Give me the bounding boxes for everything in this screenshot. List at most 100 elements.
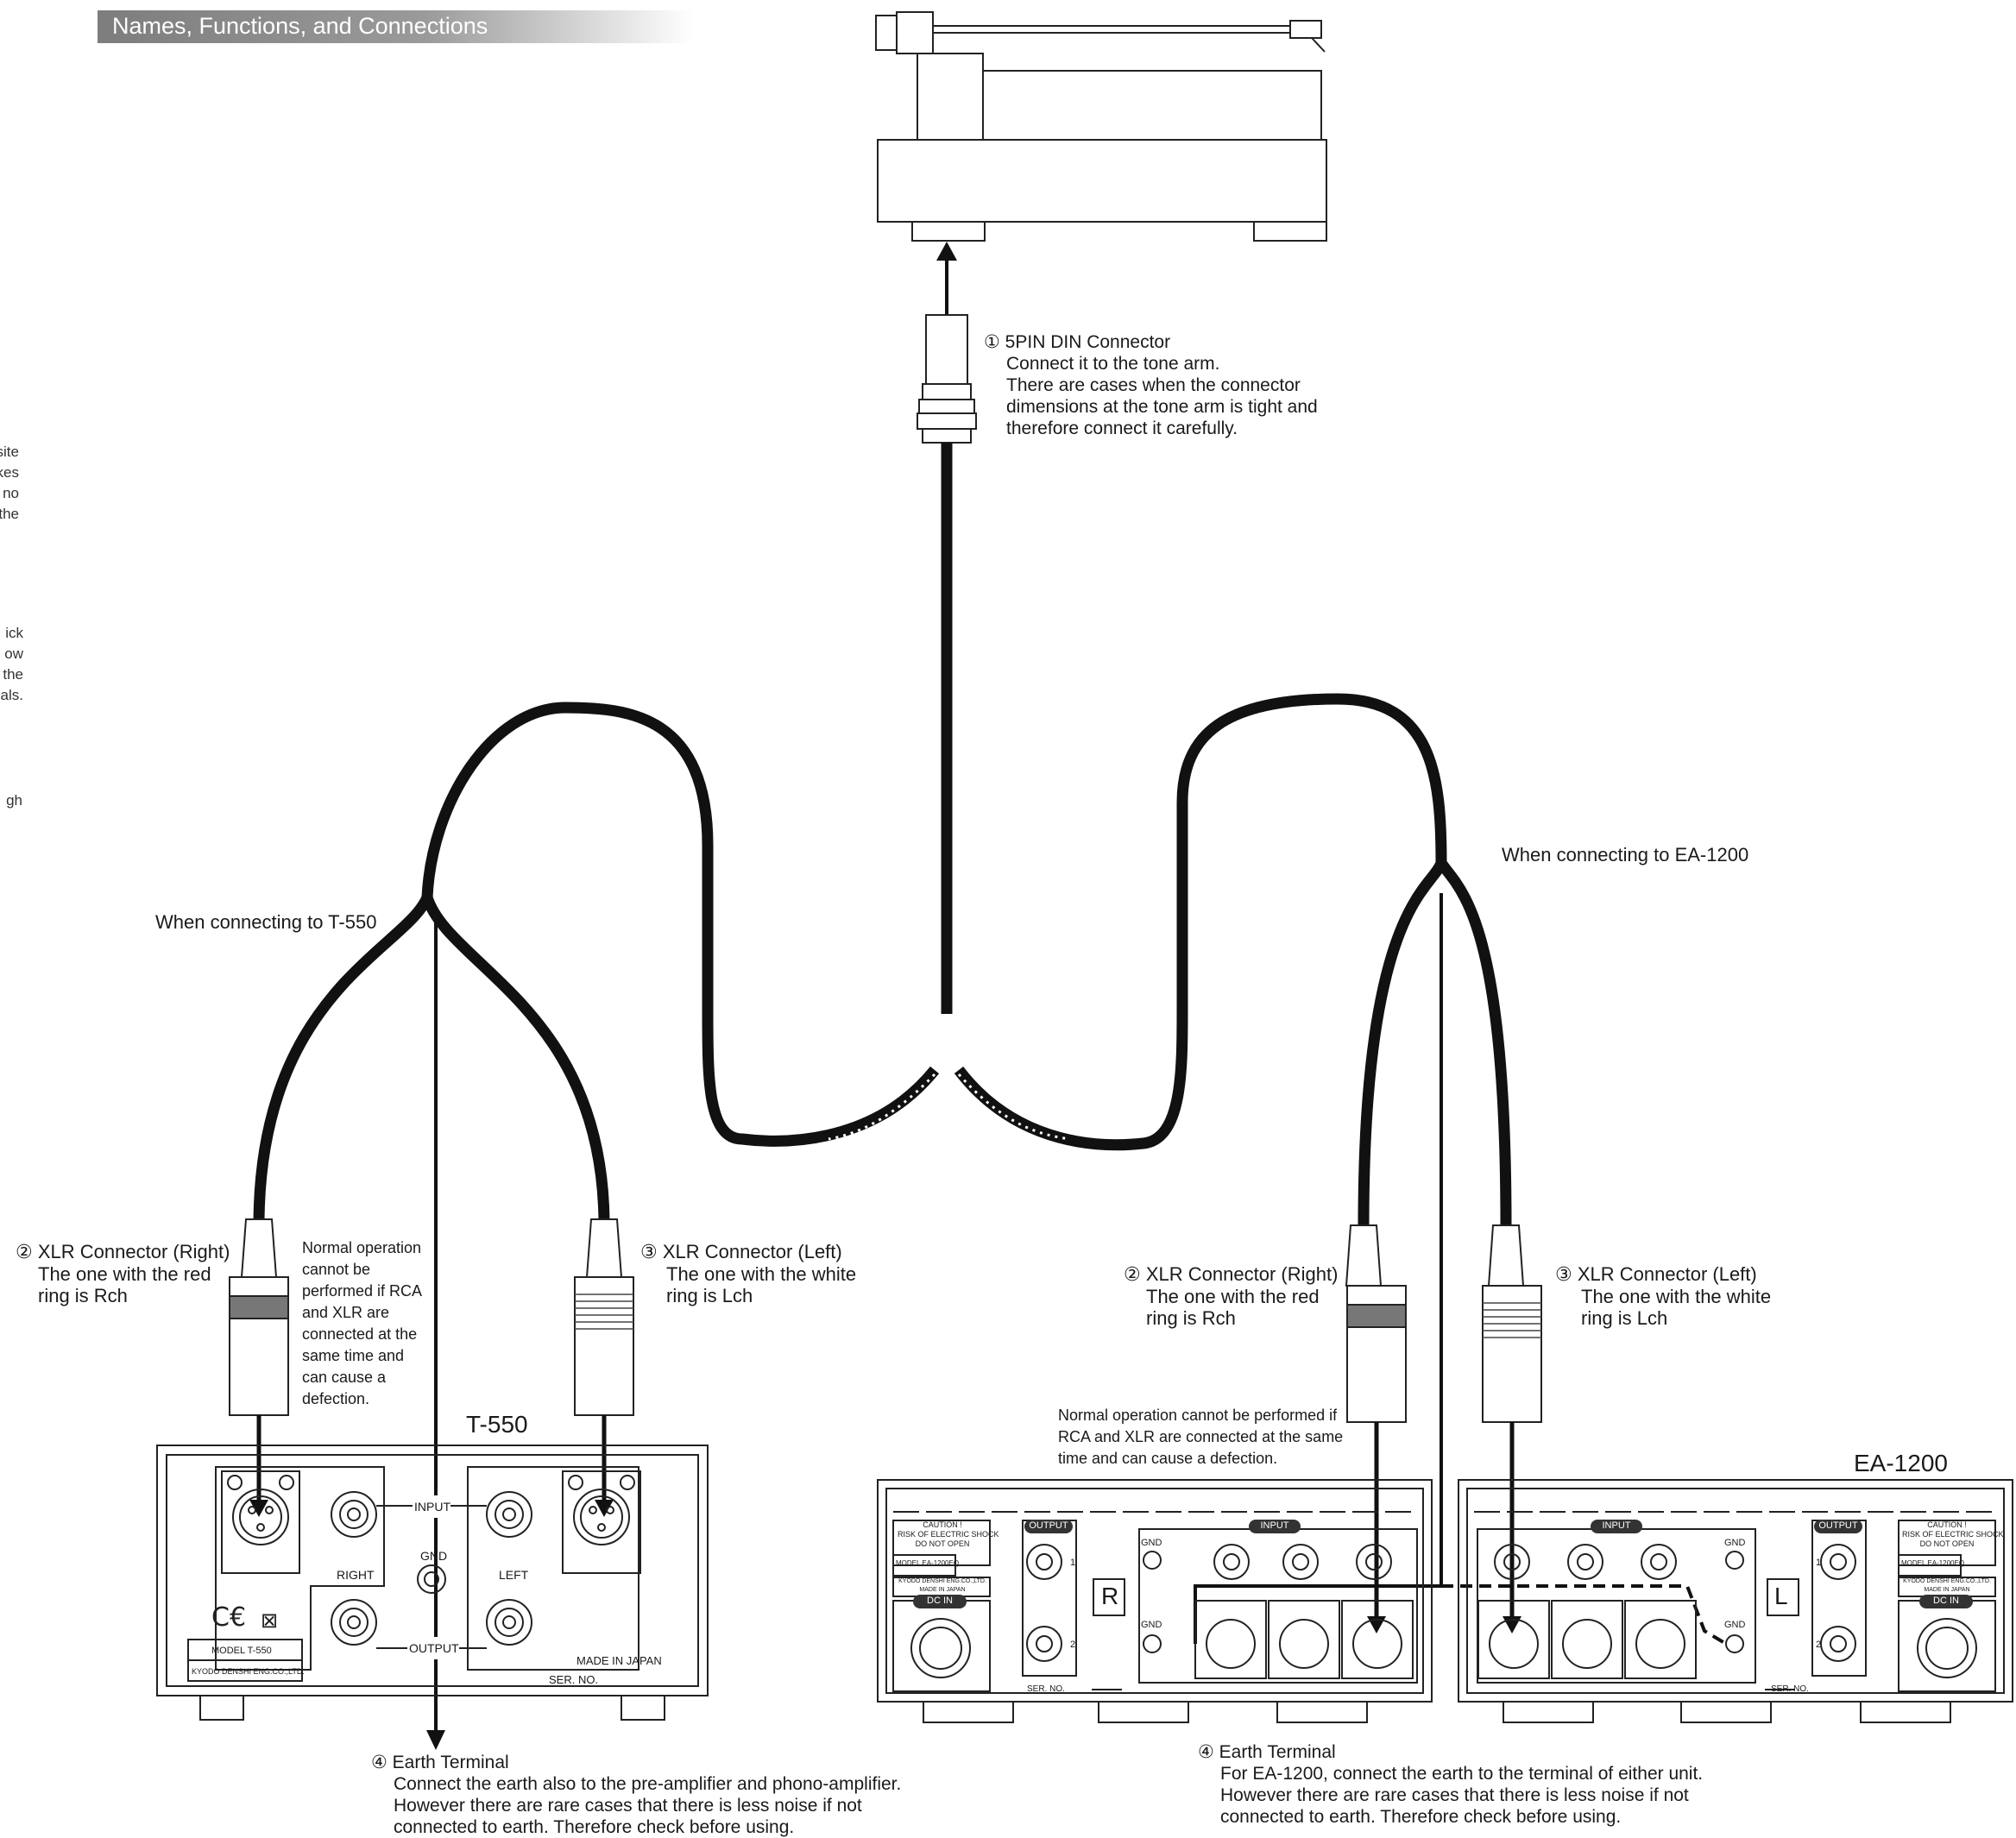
headshell [1289, 20, 1322, 39]
ea-r-ch1: 1 [1070, 1558, 1076, 1568]
callout-title: XLR Connector (Right) [37, 1241, 230, 1262]
turntable [875, 11, 1327, 242]
callout-number: ② [16, 1242, 33, 1263]
callout-number: ① [984, 331, 1000, 352]
callout-title: XLR Connector (Left) [662, 1241, 842, 1262]
ea-l-ser-no: SER. NO. [1771, 1684, 1809, 1694]
weee-bin-icon: ⊠ [261, 1608, 278, 1633]
ea-r-gnd-top: GND [1141, 1538, 1162, 1548]
tonearm-pivot [896, 11, 934, 54]
edge-text: kes [0, 464, 19, 481]
xlr-connector-t550-right [229, 1218, 289, 1416]
edge-text: als. [0, 687, 23, 703]
arrow-up-icon [936, 242, 957, 261]
warning-line: defection. [302, 1390, 370, 1407]
warning-line: performed if RCA [302, 1282, 423, 1300]
caution-line: RISK OF ELECTRIC SHOCK [1902, 1530, 2004, 1539]
ea-l-output: OUTPUT [1818, 1520, 1858, 1531]
t550-xlr-right-note: ② XLR Connector (Right) The one with the… [16, 1241, 230, 1306]
ea-l-input: INPUT [1602, 1520, 1631, 1531]
ea-pills [913, 1520, 1973, 1608]
ea-r-ser-no: SER. NO. [1027, 1684, 1065, 1694]
t550-ser-no: SER. NO. [549, 1673, 599, 1686]
warning-line: cannot be [302, 1261, 371, 1278]
t550-connect-label: When connecting to T-550 [155, 911, 377, 933]
ea1200-rear-panel-l [1458, 1479, 2013, 1723]
warning-line: Normal operation cannot be performed if [1058, 1407, 1338, 1424]
tonearm-counterweight [875, 15, 898, 51]
warning-line: can cause a [302, 1369, 387, 1386]
callout-line: For EA-1200, connect the earth to the te… [1220, 1764, 1704, 1784]
warning-line: time and can cause a defection. [1058, 1450, 1278, 1467]
edge-text: the [3, 666, 23, 683]
callout-line: connected to earth. Therefore check befo… [1220, 1807, 1622, 1827]
caution-line: DO NOT OPEN [1919, 1539, 1975, 1548]
callout-number: ③ [1555, 1264, 1572, 1286]
ea-l-channel: L [1774, 1583, 1788, 1609]
section-header: Names, Functions, and Connections [98, 10, 693, 43]
ea-r-ch2: 2 [1070, 1640, 1076, 1650]
callout-title: XLR Connector (Left) [1577, 1263, 1757, 1285]
warning-line: connected at the [302, 1325, 418, 1343]
caution-line: CAUTION ! [923, 1520, 962, 1529]
ea-r-input: INPUT [1260, 1520, 1289, 1531]
edge-text: gh [6, 792, 22, 809]
callout-line: ring is Lch [666, 1285, 753, 1306]
caution-line: DO NOT OPEN [915, 1539, 970, 1548]
platter [982, 70, 1322, 141]
ce-mark-icon: C€ [211, 1602, 246, 1633]
cable-stripes [828, 1018, 1071, 1141]
ea-l-dc-in: DC IN [1933, 1596, 1959, 1606]
ea-l-caution: CAUTION ! RISK OF ELECTRIC SHOCK DO NOT … [1902, 1520, 2004, 1549]
callout-title: XLR Connector (Right) [1145, 1263, 1339, 1285]
plinth [877, 139, 1327, 223]
ea-warning-note: Normal operation cannot be performed if … [1058, 1405, 1343, 1470]
edge-text: ow [4, 645, 23, 662]
t550-input-label: INPUT [414, 1495, 450, 1518]
ea-r-dc-in: DC IN [927, 1596, 953, 1606]
t550-gnd-label: GND [420, 1549, 448, 1563]
callout-title: Earth Terminal [392, 1753, 509, 1772]
ea-r-caution: CAUTION ! RISK OF ELECTRIC SHOCK DO NOT … [898, 1520, 999, 1549]
t550-rear-panel [156, 1445, 709, 1721]
callout-line: The one with the red [38, 1263, 211, 1285]
maker-line: MADE IN JAPAN [919, 1587, 966, 1593]
callout-number: ② [1124, 1264, 1141, 1286]
t550-warning-note: Normal operation cannot be performed if … [302, 1237, 422, 1410]
ea-r-output: OUTPUT [1029, 1520, 1068, 1531]
ea-r-maker: KYODO DENSHI ENG.CO.,LTD. MADE IN JAPAN [898, 1577, 987, 1595]
callout-line: There are cases when the connector [1006, 375, 1301, 395]
section-title: Names, Functions, and Connections [112, 13, 488, 39]
xlr-connector-t550-left [574, 1218, 634, 1416]
arrow-down-icon [426, 1730, 445, 1750]
ea-model-label: EA-1200 [1854, 1450, 1948, 1476]
ea-r-channel: R [1101, 1583, 1119, 1609]
callout-title: Earth Terminal [1219, 1742, 1336, 1762]
callout-line: ring is Rch [38, 1285, 128, 1306]
callout-line: connected to earth. Therefore check befo… [394, 1817, 795, 1837]
t550-earth-note: ④ Earth Terminal Connect the earth also … [371, 1752, 901, 1838]
callout-line: The one with the white [1581, 1286, 1772, 1307]
callout-line: therefore connect it carefully. [1006, 419, 1238, 438]
t550-output-label: OUTPUT [409, 1637, 459, 1659]
caution-line: CAUTION ! [1927, 1520, 1967, 1529]
callout-title: 5PIN DIN Connector [1005, 332, 1171, 352]
callout-line: ring is Rch [1146, 1307, 1236, 1329]
ea-l-ch2: 2 [1816, 1640, 1822, 1650]
t550-model-plate: MODEL T-550 [211, 1646, 272, 1656]
ea-xlr-left-note: ③ XLR Connector (Left) The one with the … [1555, 1263, 1771, 1329]
cables [253, 443, 1512, 1226]
edge-text: no [3, 485, 19, 501]
din-connector [917, 314, 977, 444]
callout-line: dimensions at the tone arm is tight and [1006, 397, 1318, 417]
warning-line: RCA and XLR are connected at the same [1058, 1428, 1344, 1445]
warning-line: same time and [302, 1347, 405, 1364]
ea-l-maker: KYODO DENSHI ENG.CO.,LTD. MADE IN JAPAN [1902, 1577, 1992, 1595]
ea-connect-label: When connecting to EA-1200 [1502, 844, 1749, 865]
ea-xlr-right-note: ② XLR Connector (Right) The one with the… [1124, 1263, 1338, 1329]
warning-line: Normal operation [302, 1239, 422, 1256]
maker-line: MADE IN JAPAN [1924, 1587, 1970, 1593]
warning-line: and XLR are [302, 1304, 390, 1321]
